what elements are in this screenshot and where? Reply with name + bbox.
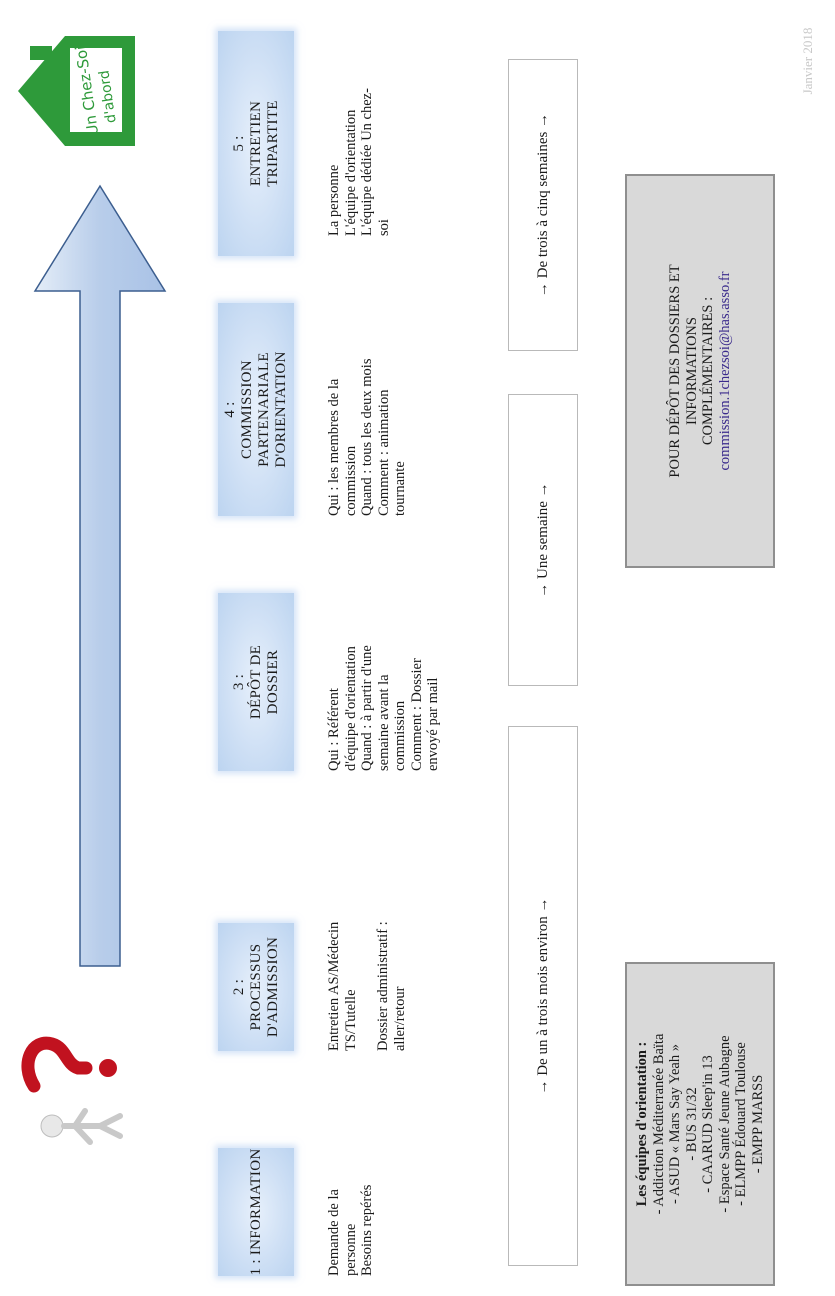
team-item: - BUS 31/32 <box>683 1087 700 1161</box>
step-5-number: 5 : <box>230 135 247 152</box>
step-1-box: 1 : INFORMATION <box>218 1148 294 1276</box>
step-3-title-line1: DÉPÔT DE <box>247 644 264 720</box>
step-2-title-line1: PROCESSUS <box>247 943 264 1031</box>
arrow-shape <box>33 184 167 967</box>
desc-line: Quand : à partir d'une <box>359 645 375 771</box>
step-2-description: Entretien AS/Médecin TS/Tutelle Dossier … <box>326 881 408 1051</box>
duration-label: → De un à trois mois environ → <box>534 897 551 1095</box>
step-3-number: 3 : <box>230 673 247 691</box>
duration-box-2: → Une semaine → <box>508 394 578 686</box>
step-4-title-line1: COMMISSION <box>239 360 255 459</box>
team-item: - ASUD « Mars Say Yeah » <box>667 1044 683 1204</box>
desc-line: d'équipe d'orientation <box>342 646 359 771</box>
question-figure-icon <box>21 1036 123 1145</box>
step-1-description: Demande de la personne Besoins repérés <box>326 1136 376 1276</box>
contact-box: POUR DÉPÔT DES DOSSIERS ET INFORMATIONS … <box>625 174 775 568</box>
step-5-description: La personne L'équipe d'orientation L'équ… <box>326 36 392 236</box>
contact-email-link[interactable]: commission.1chezsoi@has.asso.fr <box>716 271 733 471</box>
step-5-box: 5 : ENTRETIEN TRIPARTITE <box>218 31 294 256</box>
team-item: - ELMPP Édouard Toulouse <box>733 1042 749 1206</box>
duration-label: → Une semaine → <box>534 482 551 598</box>
desc-line: personne <box>342 1223 359 1276</box>
desc-line: L'équipe d'orientation <box>342 109 359 236</box>
desc-line: Qui : les membres de la <box>326 378 342 516</box>
duration-label: → De trois à cinq semaines → <box>534 112 551 298</box>
contact-line: INFORMATIONS <box>683 317 700 425</box>
step-2-title-line2: D'ADMISSION <box>264 936 281 1038</box>
step-5-title-line1: ENTRETIEN <box>247 100 264 187</box>
duration-box-3: → De trois à cinq semaines → <box>508 59 578 351</box>
step-2-number: 2 : <box>230 978 247 996</box>
step-2-box: 2 : PROCESSUS D'ADMISSION <box>218 923 294 1051</box>
desc-line: Besoins repérés <box>359 1184 375 1276</box>
step-4-description: Qui : les membres de la commission Quand… <box>326 316 409 516</box>
logo-text-line2: d'abord <box>96 69 119 124</box>
contact-line: POUR DÉPÔT DES DOSSIERS ET <box>667 264 683 478</box>
desc-line: Entretien AS/Médecin <box>326 921 342 1051</box>
desc-line: commission <box>392 700 408 771</box>
document-date: Janvier 2018 <box>800 27 815 95</box>
desc-line: Comment : Dossier <box>408 658 425 771</box>
desc-line: envoyé par mail <box>425 677 441 771</box>
desc-line: Quand : tous les deux mois <box>359 358 375 516</box>
team-item: - EMPP MARSS <box>749 1074 766 1174</box>
desc-line: L'équipe dédiée Un chez- <box>359 88 375 236</box>
desc-line: semaine avant la <box>375 674 392 771</box>
logo-house-icon: Un Chez-Soi d'abord <box>18 36 135 146</box>
desc-line: Demande de la <box>326 1189 342 1276</box>
step-5-title-line2: TRIPARTITE <box>264 100 281 187</box>
step-4-title-line2: PARTENARIALE <box>256 352 272 467</box>
step-3-description: Qui : Référent d'équipe d'orientation Qu… <box>326 601 442 771</box>
desc-line: Comment : animation <box>375 389 392 516</box>
duration-box-1: → De un à trois mois environ → <box>508 726 578 1266</box>
step-4-title-line3: D'ORIENTATION <box>273 351 289 468</box>
desc-line: Qui : Référent <box>326 688 342 771</box>
desc-line: soi <box>375 219 392 236</box>
desc-line: TS/Tutelle <box>342 989 359 1051</box>
contact-line: COMPLÉMENTAIRES : <box>700 296 716 446</box>
desc-line: commission <box>342 445 359 516</box>
desc-line: aller/retour <box>391 986 408 1051</box>
step-3-box: 3 : DÉPÔT DE DOSSIER <box>218 593 294 771</box>
teams-heading: Les équipes d'orientation : <box>634 1041 650 1207</box>
orientation-teams-box: Les équipes d'orientation : - Addiction … <box>625 962 775 1286</box>
step-4-number: 4 : <box>222 401 238 418</box>
team-item: - Espace Santé Jeune Aubagne <box>716 1035 733 1213</box>
step-3-title-line2: DOSSIER <box>264 649 281 715</box>
team-item: - CAARUD Sleep'in 13 <box>700 1055 716 1193</box>
step-1-title: 1 : INFORMATION <box>247 1148 264 1276</box>
desc-line: tournante <box>392 461 408 516</box>
team-item: - Addiction Méditerranée Baïta <box>650 1033 667 1215</box>
desc-line: Dossier administratif : <box>375 921 391 1051</box>
step-4-box: 4 : COMMISSION PARTENARIALE D'ORIENTATIO… <box>218 303 294 516</box>
desc-line: La personne <box>326 164 342 236</box>
